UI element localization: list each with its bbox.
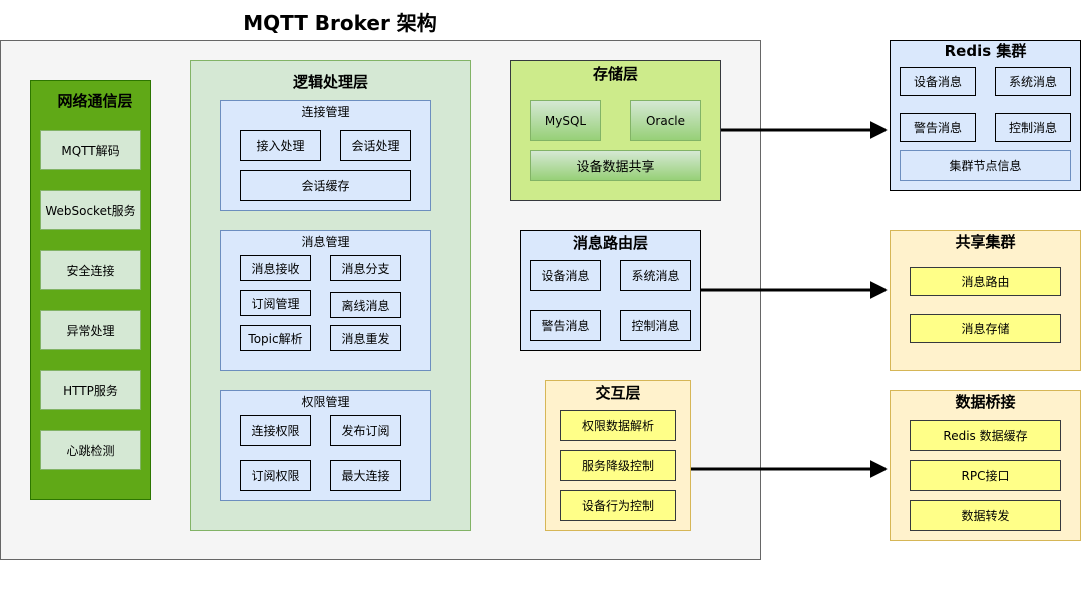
shared-cluster-title: 共享集群 [955, 232, 1016, 251]
diagram-title: MQTT Broker 架构 [243, 10, 437, 35]
routing-item: 警告消息 [530, 310, 601, 341]
interaction-item: 权限数据解析 [560, 410, 676, 441]
connection-management-title: 连接管理 [301, 104, 350, 119]
message-management-title: 消息管理 [301, 234, 350, 249]
routing-item: 设备消息 [530, 260, 601, 291]
shared-item: 消息存储 [910, 314, 1061, 343]
network-item: MQTT解码 [40, 130, 141, 170]
storage-item: 设备数据共享 [530, 150, 701, 181]
storage-item: MySQL [530, 100, 601, 141]
storage-layer-title: 存储层 [592, 64, 638, 83]
storage-item: Oracle [630, 100, 701, 141]
network-item: 心跳检测 [40, 430, 141, 470]
shared-cluster [890, 230, 1081, 371]
connection-item: 接入处理 [240, 130, 321, 161]
bridge-item: Redis 数据缓存 [910, 420, 1061, 451]
network-layer-title: 网络通信层 [57, 91, 133, 110]
routing-layer-title: 消息路由层 [572, 233, 648, 252]
network-item: 异常处理 [40, 310, 141, 350]
network-item: HTTP服务 [40, 370, 141, 410]
message-item: 消息接收 [240, 255, 311, 281]
interaction-item: 设备行为控制 [560, 490, 676, 521]
interaction-item: 服务降级控制 [560, 450, 676, 481]
data-bridge-title: 数据桥接 [955, 392, 1016, 411]
redis-cluster-title: Redis 集群 [944, 41, 1027, 60]
message-item: 消息分支 [330, 255, 401, 281]
network-item: WebSocket服务 [40, 190, 141, 230]
routing-item: 系统消息 [620, 260, 691, 291]
redis-item: 警告消息 [900, 113, 976, 142]
message-item: 离线消息 [330, 292, 401, 318]
message-item: 消息重发 [330, 325, 401, 351]
connection-item: 会话处理 [340, 130, 411, 161]
permission-management-title: 权限管理 [301, 394, 350, 409]
permission-item: 连接权限 [240, 415, 311, 446]
bridge-item: RPC接口 [910, 460, 1061, 491]
logic-layer-title: 逻辑处理层 [292, 72, 368, 91]
shared-item: 消息路由 [910, 267, 1061, 296]
interaction-layer-title: 交互层 [595, 383, 641, 402]
permission-item: 订阅权限 [240, 460, 311, 491]
network-item: 安全连接 [40, 250, 141, 290]
redis-item: 控制消息 [995, 113, 1071, 142]
bridge-item: 数据转发 [910, 500, 1061, 531]
redis-item: 系统消息 [995, 67, 1071, 96]
connection-item: 会话缓存 [240, 170, 411, 201]
permission-item: 发布订阅 [330, 415, 401, 446]
redis-item: 集群节点信息 [900, 150, 1071, 181]
permission-item: 最大连接 [330, 460, 401, 491]
routing-item: 控制消息 [620, 310, 691, 341]
redis-item: 设备消息 [900, 67, 976, 96]
message-item: Topic解析 [240, 325, 311, 351]
message-item: 订阅管理 [240, 290, 311, 316]
